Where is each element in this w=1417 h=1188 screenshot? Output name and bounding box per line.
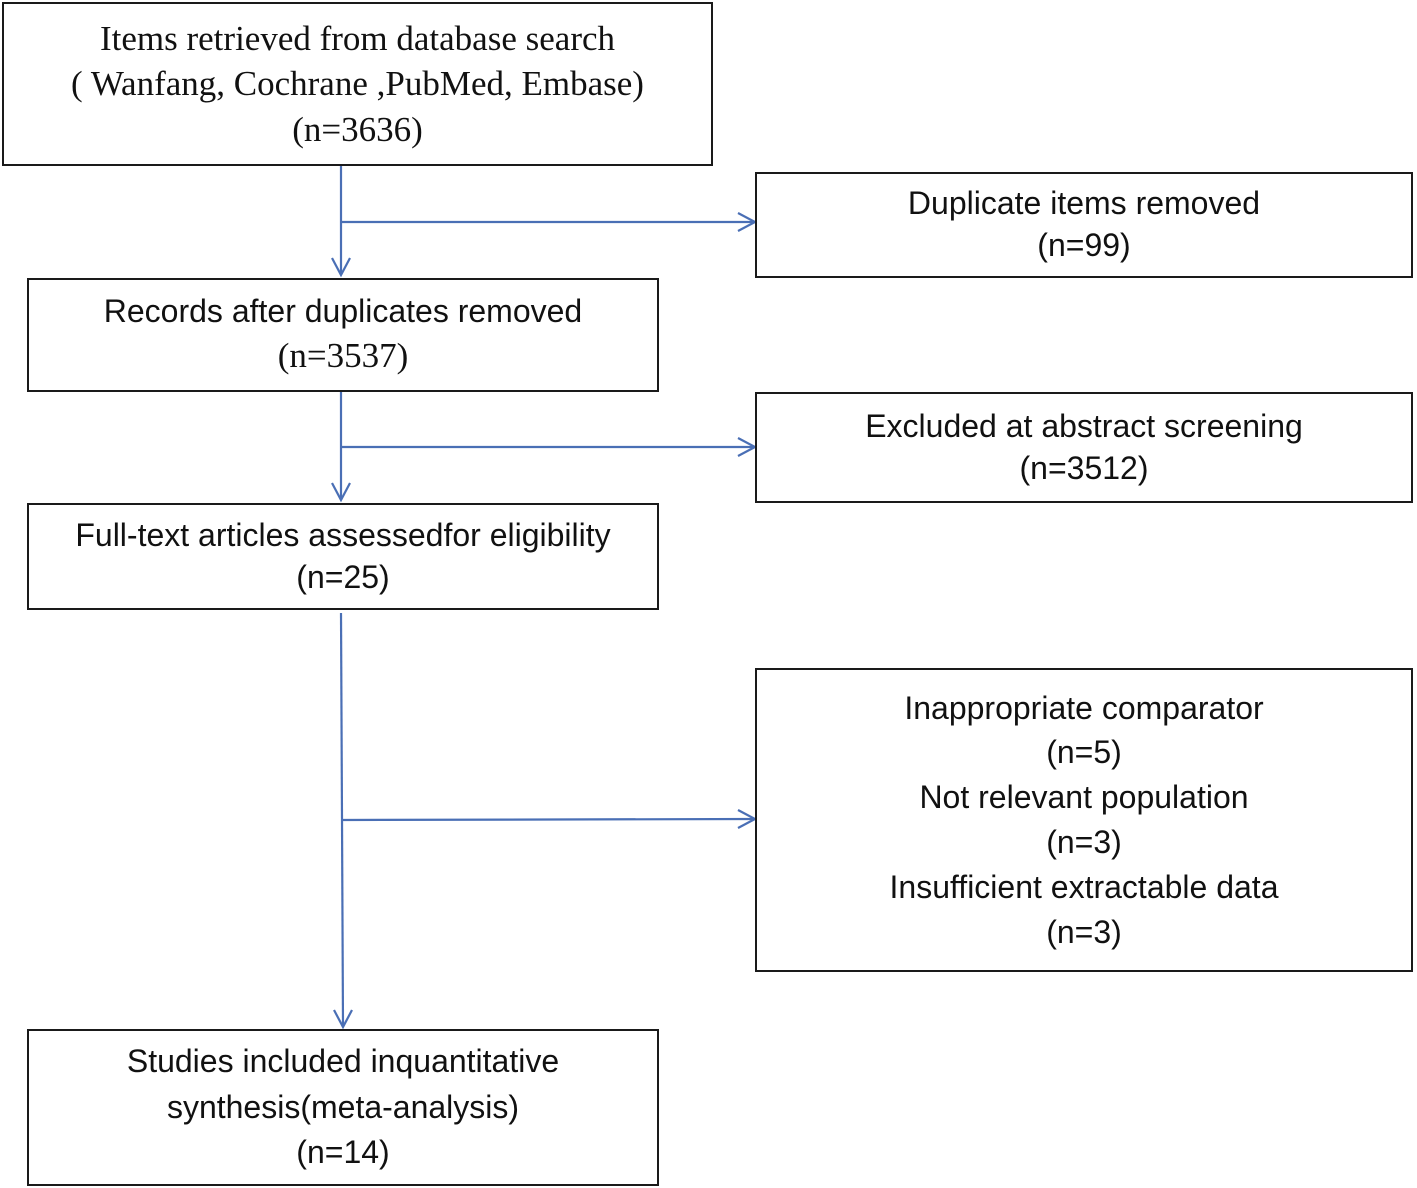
exclusion-reasons-box: Inappropriate comparator (n=5) Not relev… [755,668,1413,972]
exclusion-reason-population: Not relevant population [919,779,1249,816]
full-text-label: Full-text articles assessedfor eligibili… [75,516,611,553]
identification-title: Items retrieved from database search [99,18,616,58]
after-duplicates-label: Records after duplicates removed [103,293,583,330]
included-label-line1: Studies included inquantitative [126,1043,560,1080]
included-box: Studies included inquantitative synthesi… [27,1029,659,1186]
duplicates-removed-label: Duplicate items removed [907,185,1261,222]
exclusion-count-comparator: (n=5) [1046,734,1122,771]
identification-box: Items retrieved from database search ( W… [2,2,713,166]
abstract-excluded-count: (n=3512) [1019,449,1149,486]
exclusion-count-population: (n=3) [1046,824,1122,860]
arrowhead-included [333,1009,353,1030]
abstract-excluded-box: Excluded at abstract screening (n=3512) [755,392,1413,503]
after-duplicates-count: (n=3537) [277,336,409,376]
full-text-box: Full-text articles assessedfor eligibili… [27,503,659,610]
duplicates-removed-box: Duplicate items removed (n=99) [755,172,1413,278]
exclusion-reason-data: Insufficient extractable data [889,868,1279,905]
full-text-count: (n=25) [296,558,390,595]
included-label-line2: synthesis(meta-analysis) [166,1088,520,1125]
arrowhead-after-duplicates [331,257,351,278]
duplicates-removed-count: (n=99) [1037,227,1131,263]
arrowhead-full-text [331,482,351,503]
abstract-excluded-label: Excluded at abstract screening [865,407,1303,444]
included-count: (n=14) [296,1134,390,1171]
after-duplicates-box: Records after duplicates removed (n=3537… [27,278,659,392]
exclusion-count-data: (n=3) [1046,913,1122,950]
identification-databases: ( Wanfang, Cochrane ,PubMed, Embase) [71,64,644,104]
identification-count: (n=3636) [292,109,423,149]
exclusion-reason-comparator: Inappropriate comparator [904,689,1264,726]
arrow-to-exclusion-reasons [340,817,755,822]
